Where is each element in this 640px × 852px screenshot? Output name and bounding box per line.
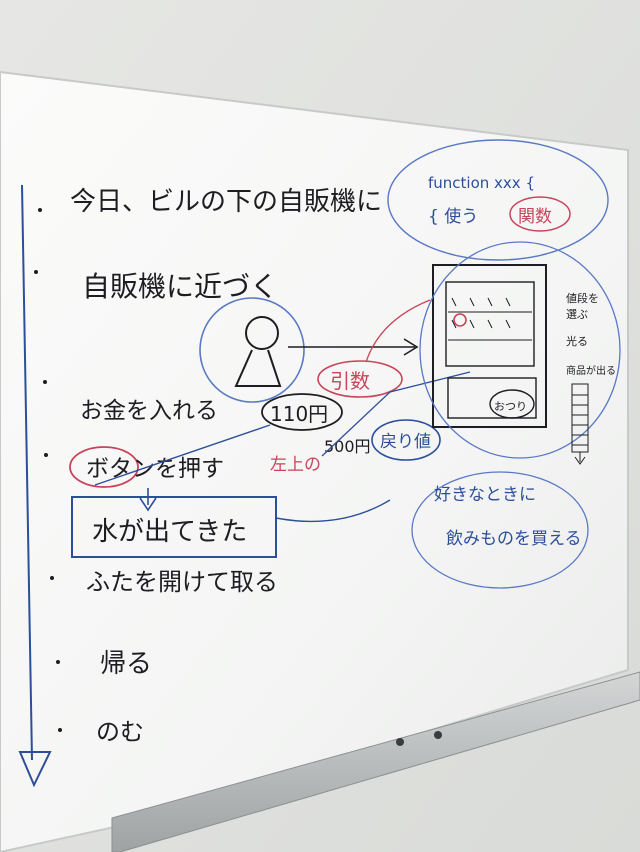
coin-label: 110円 xyxy=(270,402,328,426)
function-label: function xxx { xyxy=(428,174,535,192)
tray-magnet xyxy=(396,738,404,746)
step-6: ふたを開けて取る xyxy=(86,568,278,596)
person-body xyxy=(234,349,282,387)
coin-to-button-line xyxy=(94,424,271,486)
kansu-label: 関数 xyxy=(518,207,552,227)
retval-label: 戻り値 xyxy=(380,432,431,452)
step-4: ボタンを押す xyxy=(86,456,224,482)
person-head xyxy=(245,316,279,350)
money-link xyxy=(321,371,471,457)
item-stack xyxy=(571,383,589,465)
step-2: 自販機に近づく xyxy=(82,270,278,303)
vending-rows xyxy=(448,297,532,341)
person-circle xyxy=(199,297,305,403)
tray-magnet xyxy=(434,731,442,739)
change-label: おつり xyxy=(494,400,527,413)
step-1: 今日、ビルの下の自販機に xyxy=(70,187,382,217)
step-8: のむ xyxy=(96,718,144,746)
step-7: 帰る xyxy=(100,649,152,679)
marker-tray xyxy=(111,671,640,852)
arg-label: 引数 xyxy=(330,369,370,393)
box-link xyxy=(275,499,391,523)
step-5: 水が出てきた xyxy=(92,517,247,547)
kansu-circle xyxy=(509,196,571,232)
arg-circle xyxy=(317,360,403,398)
vending-machine xyxy=(432,264,547,428)
use-label: { 使う xyxy=(428,206,478,227)
step-3: お金を入れる xyxy=(80,398,218,424)
select-note-2: 選ぶ xyxy=(566,308,588,321)
water-box xyxy=(71,496,277,558)
note-line-1: 好きなときに xyxy=(434,485,536,505)
vending-slot xyxy=(447,377,537,419)
item-note: 商品が出る xyxy=(566,364,616,377)
approach-arrow xyxy=(288,338,419,356)
note-bubble xyxy=(411,471,589,589)
select-note-1: 値段を xyxy=(566,291,599,305)
function-bubble xyxy=(387,139,609,261)
timeline-arrowhead xyxy=(18,751,52,788)
selected-button xyxy=(453,313,467,327)
select-note-3: 光る xyxy=(566,334,588,348)
button-circle xyxy=(69,446,139,488)
money-500: 500円 xyxy=(324,437,371,456)
coin-circle xyxy=(261,393,343,431)
bullet-dots xyxy=(34,208,62,732)
timeline-arrow xyxy=(21,184,33,761)
machine-bubble xyxy=(419,241,621,459)
change-circle xyxy=(489,389,535,419)
note-line-2: 飲みものを買える xyxy=(446,529,582,549)
vending-panel xyxy=(445,281,535,367)
retval-circle xyxy=(371,419,441,461)
arg-link xyxy=(365,299,431,363)
left-note: 左上の xyxy=(270,455,321,475)
